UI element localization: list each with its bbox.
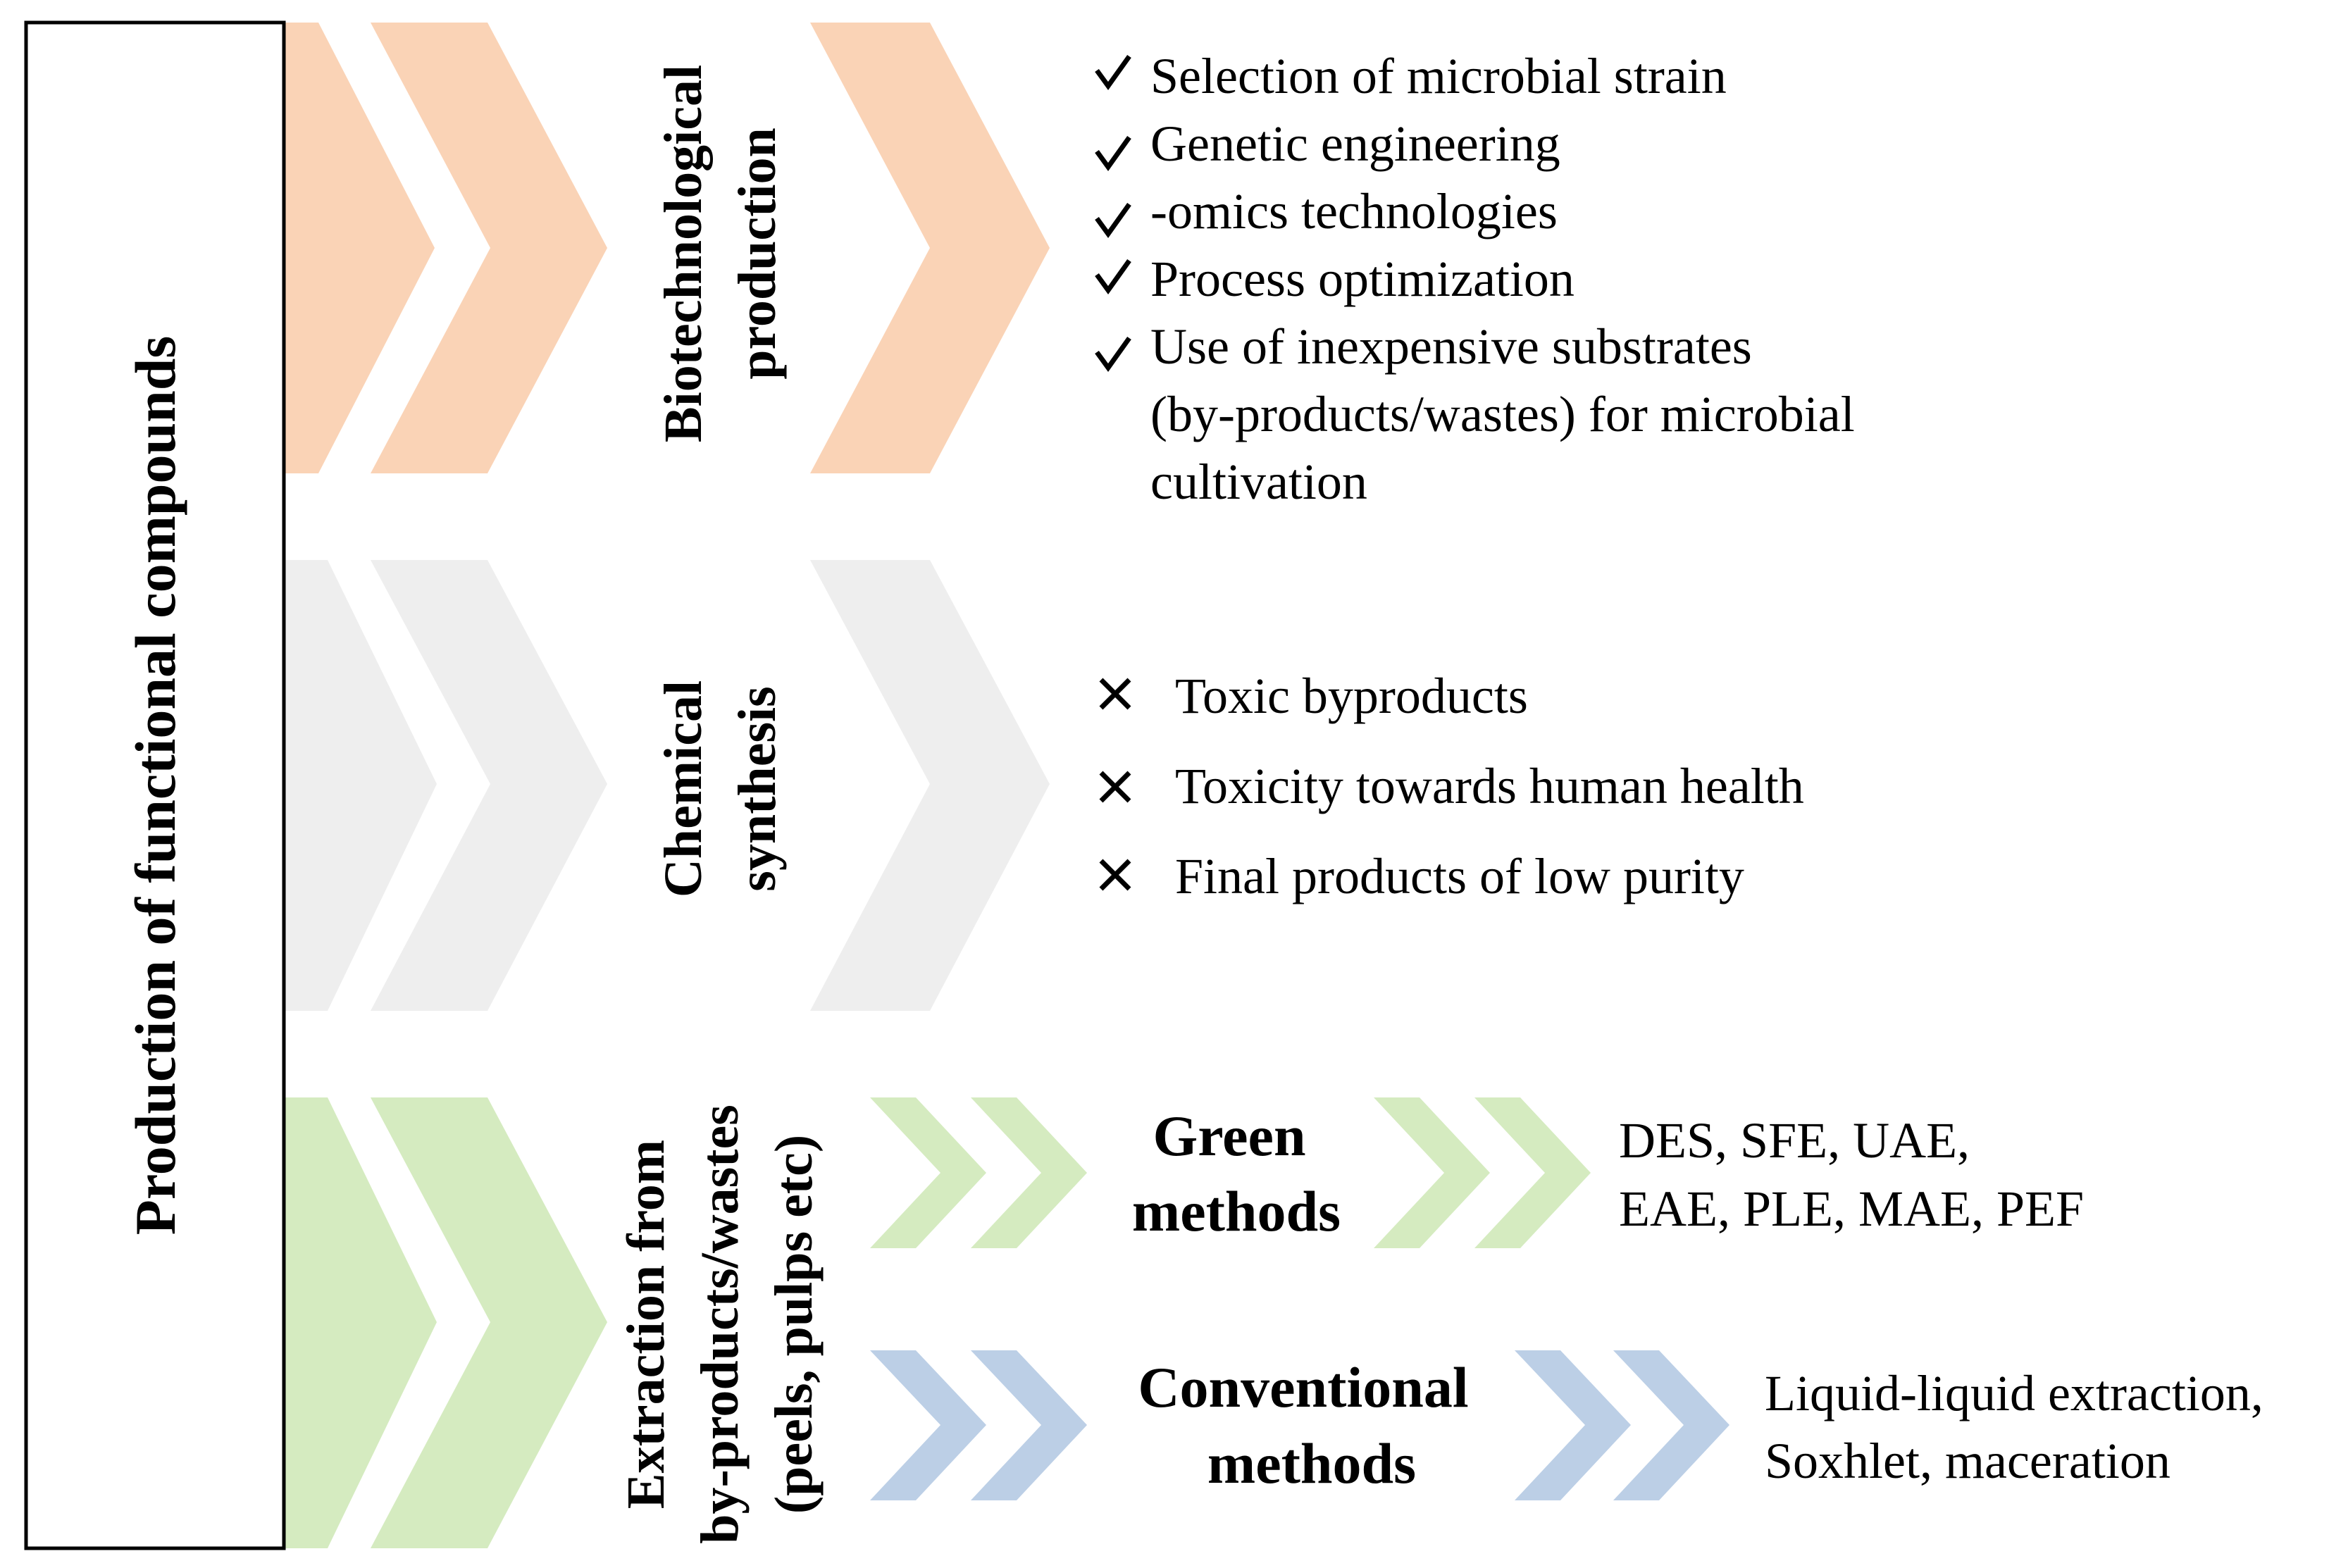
green-methods-chevrons (870, 1097, 1591, 1248)
green-chevron-2 (971, 1097, 1087, 1248)
green-chevron-1 (870, 1097, 986, 1248)
chemical-item: Toxicity towards human health (1175, 758, 1804, 814)
chemical-item: Final products of low purity (1175, 848, 1744, 904)
conventional-chevron-1 (870, 1350, 986, 1500)
biotech-item: Selection of microbial strain (1150, 48, 1727, 104)
biotech-chevron-1 (285, 23, 435, 473)
extraction-label-line1: Extraction from (616, 1140, 676, 1509)
extraction-chevron-2 (371, 1097, 607, 1548)
biotech-item: Use of inexpensive substrates (1150, 318, 1752, 375)
chemical-chevron-2 (371, 560, 607, 1011)
checkmark-icon (1095, 259, 1131, 294)
conventional-methods-title-line2: methods (1207, 1431, 1416, 1495)
cross-icon (1099, 771, 1131, 803)
biotech-list: Selection of microbial strain Genetic en… (1095, 48, 1855, 510)
green-methods-desc-line1: DES, SFE, UAE, (1619, 1112, 1970, 1169)
chemical-item: Toxic byproducts (1175, 668, 1528, 724)
biotech-item: -omics technologies (1150, 183, 1558, 239)
main-label: Production of functional compounds (123, 336, 187, 1236)
chemical-label-line1: Chemical (654, 680, 713, 897)
chemical-chevron-3 (810, 560, 1050, 1011)
biotech-item: Process optimization (1150, 251, 1575, 307)
conventional-chevron-4 (1613, 1350, 1729, 1500)
green-methods-title-line2: methods (1132, 1179, 1341, 1243)
green-chevron-3 (1374, 1097, 1490, 1248)
checkmark-icon (1095, 202, 1131, 238)
biotech-label-line2: production (728, 127, 787, 380)
conventional-chevron-2 (971, 1350, 1087, 1500)
checkmark-icon (1095, 135, 1131, 171)
conventional-methods-desc-line1: Liquid-liquid extraction, (1765, 1365, 2263, 1421)
checkmark-icon (1095, 54, 1131, 90)
green-methods-title-line1: Green (1153, 1104, 1305, 1168)
biotech-item: Genetic engineering (1150, 116, 1560, 172)
chemical-list: Toxic byproducts Toxicity towards human … (1099, 668, 1804, 904)
chemical-chevron-1 (285, 560, 437, 1011)
biotech-chevron-2 (371, 23, 607, 473)
chemical-chevron-group (285, 560, 1050, 1011)
biotech-chevron-group (285, 23, 1050, 473)
biotech-item-continued: (by-products/wastes) for microbial (1150, 386, 1855, 442)
extraction-label-line2: by-products/wastes (690, 1105, 750, 1544)
extraction-chevron-1 (285, 1097, 437, 1548)
extraction-label-line3: (peels, pulps etc) (764, 1135, 824, 1514)
chemical-label-line2: synthesis (728, 686, 787, 891)
biotech-label-line1: Biotechnological (654, 65, 713, 442)
cross-icon (1099, 859, 1131, 891)
extraction-chevron-group (285, 1097, 607, 1548)
conventional-methods-title-line1: Conventional (1138, 1355, 1468, 1419)
biotech-chevron-3 (810, 23, 1050, 473)
checkmark-icon (1095, 336, 1131, 372)
conventional-chevron-3 (1515, 1350, 1631, 1500)
green-methods-desc-line2: EAE, PLE, MAE, PEF (1619, 1181, 2084, 1237)
cross-icon (1099, 678, 1131, 710)
conventional-methods-desc-line2: Soxhlet, maceration (1765, 1433, 2170, 1489)
main-box (24, 20, 286, 1550)
green-chevron-4 (1474, 1097, 1591, 1248)
conventional-methods-chevrons (870, 1350, 1729, 1500)
biotech-item-continued: cultivation (1150, 454, 1367, 510)
